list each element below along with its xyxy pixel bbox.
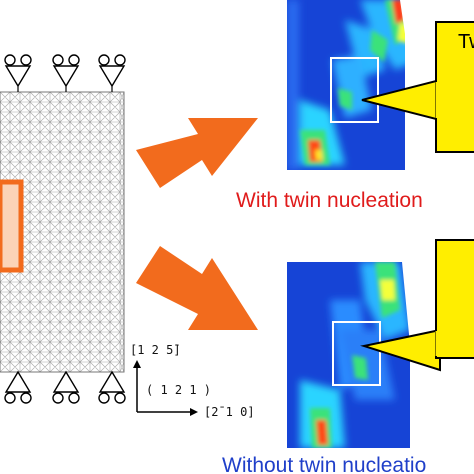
contour-map-top xyxy=(287,0,432,170)
arrow-to-top-result xyxy=(136,118,258,188)
axis-label-vertical: [1 2 5̄] xyxy=(130,343,181,357)
contour-map-bottom xyxy=(287,262,432,448)
pin-support-icon xyxy=(52,54,80,88)
arrow-to-bottom-result xyxy=(136,246,258,330)
callout-text-top: Tw xyxy=(458,31,474,53)
bottom-supports xyxy=(4,370,126,404)
pin-support-icon xyxy=(98,54,126,88)
highlight-region xyxy=(0,179,24,273)
region-box-bottom xyxy=(332,321,381,386)
mesh-grid xyxy=(0,91,125,373)
region-box-top xyxy=(330,57,379,123)
axis-label-plane: ( 1 2 1 ) xyxy=(146,383,211,397)
top-supports xyxy=(4,54,126,92)
caption-bottom: Without twin nucleatio xyxy=(222,454,426,474)
crystal-axes: [1 2 5̄] ( 1 2 1 ) [2̄ 1 0] xyxy=(130,343,255,419)
pin-support-icon xyxy=(4,370,32,404)
pin-support-icon xyxy=(4,54,32,88)
axis-label-horizontal: [2̄ 1 0] xyxy=(204,405,255,419)
fe-mesh-specimen xyxy=(0,91,125,373)
callout-box-bottom xyxy=(435,239,474,359)
pin-support-icon xyxy=(52,370,80,404)
pin-support-icon xyxy=(98,370,126,404)
caption-top: With twin nucleation xyxy=(236,189,423,212)
